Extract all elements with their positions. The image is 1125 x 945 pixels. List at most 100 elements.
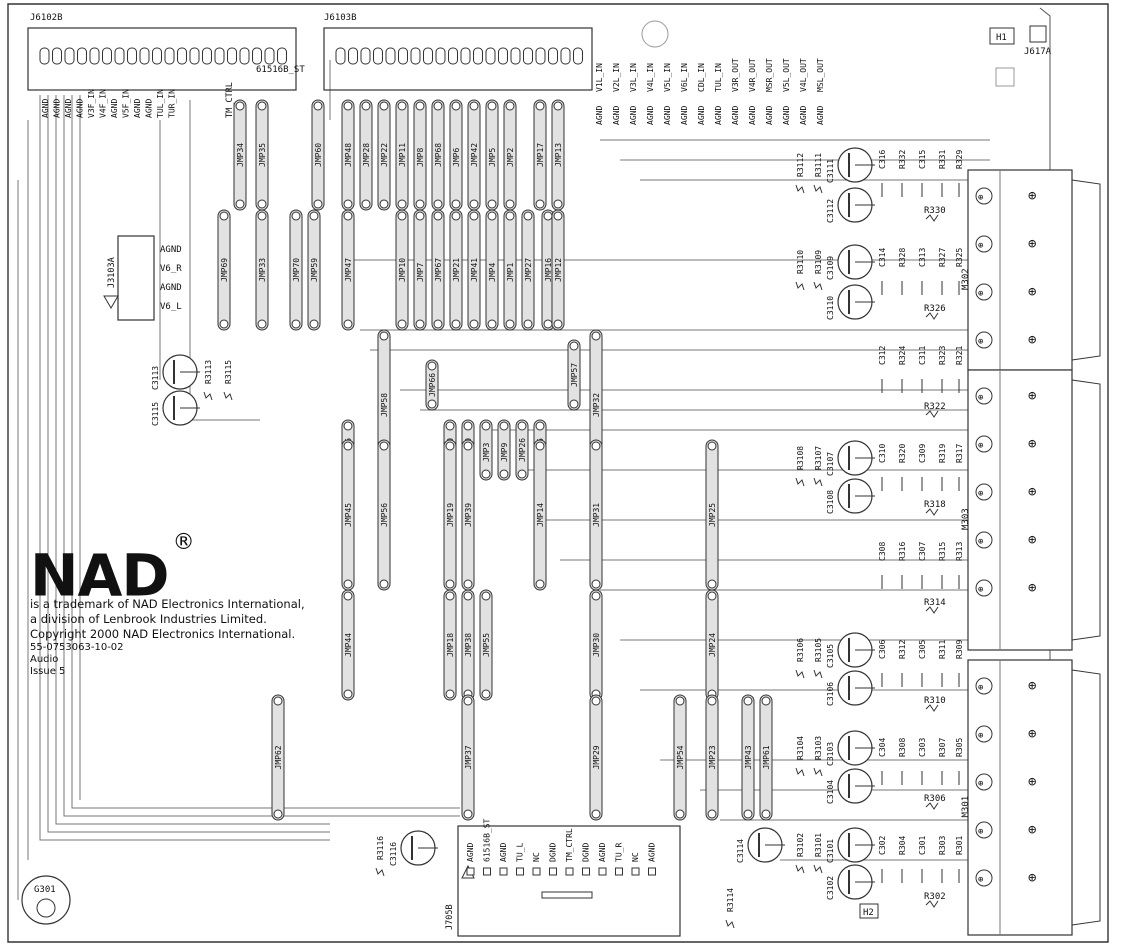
jumper-label: JMP59	[310, 258, 319, 282]
j6103b-gnd-label: AGND	[629, 106, 638, 125]
jumper-jmp28: JMP28	[359, 99, 373, 211]
part-label: R317	[955, 444, 964, 463]
j705b-pin	[648, 867, 656, 876]
part-c303: C303	[918, 738, 927, 785]
resistor-r3108: R3108	[795, 446, 805, 487]
part-label: R313	[955, 542, 964, 561]
svg-text:⊕: ⊕	[978, 393, 983, 403]
j6103b-gnd-label: AGND	[612, 106, 621, 125]
part-c314: C314	[878, 248, 887, 295]
trace	[63, 95, 460, 817]
capacitor-label: C3108	[826, 490, 835, 514]
capacitor-c3104: C3104	[826, 768, 875, 804]
connector-pin	[252, 47, 262, 65]
part-label: R327	[938, 248, 947, 267]
jumper-label: JMP11	[398, 143, 407, 167]
connector-pin	[523, 47, 533, 65]
j705b-pin	[499, 867, 508, 876]
part-label: R319	[938, 444, 947, 463]
svg-text:⊕: ⊕	[1028, 532, 1037, 548]
j6103b-signal-label: V2L_IN	[612, 63, 621, 92]
svg-text:⊕: ⊕	[978, 441, 983, 451]
resistor-r3102: R3102	[795, 833, 805, 874]
j705b-pin-label: NC	[631, 852, 640, 862]
part-r301: R301	[955, 836, 964, 883]
issue-number: Issue 5	[30, 666, 66, 677]
module-m302: ⊕⊕⊕⊕⊕⊕⊕⊕⊕⊕M301	[961, 659, 1101, 936]
part-number: 55-0753063-10-02	[30, 642, 124, 653]
j6103b-gnd-label: AGND	[595, 106, 604, 125]
jumper-jmp19: JMP19	[443, 439, 457, 591]
jumper-jmp3: JMP3	[479, 419, 493, 481]
connector-pin	[448, 47, 458, 65]
jumper-jmp69: JMP69	[217, 209, 231, 331]
jumper-jmp43: JMP43	[741, 694, 755, 821]
part-r304: R304	[898, 836, 907, 883]
j6103b-signal-label: MSL_OUT	[816, 58, 825, 92]
capacitor-label: C3116	[389, 842, 398, 866]
capacitor-label: C3111	[826, 159, 835, 183]
part-c310: C310	[878, 444, 887, 491]
j6102b-pin-label: AGND	[76, 99, 85, 118]
part-label: R321	[955, 346, 964, 365]
part-c306: C306	[878, 640, 887, 687]
resistor-r3115: R3115	[223, 360, 233, 401]
svg-text:⊕: ⊕	[978, 585, 983, 595]
tm-ctrl-label: TM_CTRL	[225, 82, 235, 118]
connector-pin	[385, 47, 396, 65]
connector-pin	[548, 47, 558, 65]
jumper-label: JMP2	[506, 148, 515, 167]
capacitor-c3103: C3103	[826, 730, 875, 766]
svg-text:⊕: ⊕	[1028, 484, 1037, 500]
part-r314: R314	[924, 598, 946, 614]
g301-hole	[36, 898, 56, 918]
jumper-jmp68: JMP68	[431, 99, 445, 211]
jumper-jmp16: JMP16	[541, 209, 555, 331]
jumper-label: JMP5	[488, 148, 497, 167]
connector-pin	[435, 47, 446, 65]
j705b-pin-label: DGND	[582, 843, 591, 862]
svg-text:⊕: ⊕	[978, 337, 983, 347]
jumper-jmp2: JMP2	[503, 99, 517, 211]
svg-text:⊕: ⊕	[978, 683, 983, 693]
connector-pin	[335, 47, 346, 65]
j705b-pin-label: AGND	[499, 843, 508, 862]
j6103b-gnd-label: AGND	[731, 106, 740, 125]
registered-mark: ®	[172, 530, 195, 555]
j6103b-gnd-label: AGND	[680, 106, 689, 125]
j6103b-gnd-label: AGND	[782, 106, 791, 125]
j6103b-signal-label: V4L_IN	[646, 63, 655, 92]
module-label: M303	[961, 508, 971, 530]
part-c304: C304	[878, 738, 887, 785]
connector-pin	[535, 47, 546, 65]
part-r321: R321	[955, 346, 964, 393]
part-r308: R308	[898, 738, 907, 785]
jumper-label: JMP25	[708, 503, 717, 527]
part-r310: R310	[924, 696, 946, 712]
bus-tag-label: 61516B_ST	[256, 65, 305, 75]
resistor-r3106: R3106	[795, 638, 805, 679]
jumper-label: JMP69	[220, 258, 229, 282]
part-r331: R331	[938, 150, 947, 197]
part-r303: R303	[938, 836, 947, 883]
jumper-label: JMP62	[274, 745, 283, 769]
jumper-label: JMP6	[452, 148, 461, 167]
part-label: C302	[878, 836, 887, 855]
copyright-notice: is a trademark of NAD Electronics Intern…	[30, 597, 305, 678]
j6103b-signal-label: MSR_OUT	[765, 58, 774, 92]
part-label: C316	[878, 150, 887, 169]
nad-logo-text: NAD	[30, 541, 170, 610]
connector-pin	[460, 47, 471, 65]
jumper-label: JMP57	[570, 363, 579, 387]
jumper-label: JMP30	[592, 633, 601, 657]
part-r316: R316	[898, 542, 907, 589]
copper-traces	[17, 60, 990, 900]
part-label: R318	[924, 500, 946, 510]
part-r320: R320	[898, 444, 907, 491]
module-label: M301	[961, 796, 971, 818]
part-c311: C311	[918, 346, 927, 393]
jumper-label: JMP48	[344, 143, 353, 167]
part-label: R329	[955, 150, 964, 169]
resistor-label: R3116	[376, 836, 385, 860]
capacitor-c3110: C3110	[826, 284, 875, 320]
